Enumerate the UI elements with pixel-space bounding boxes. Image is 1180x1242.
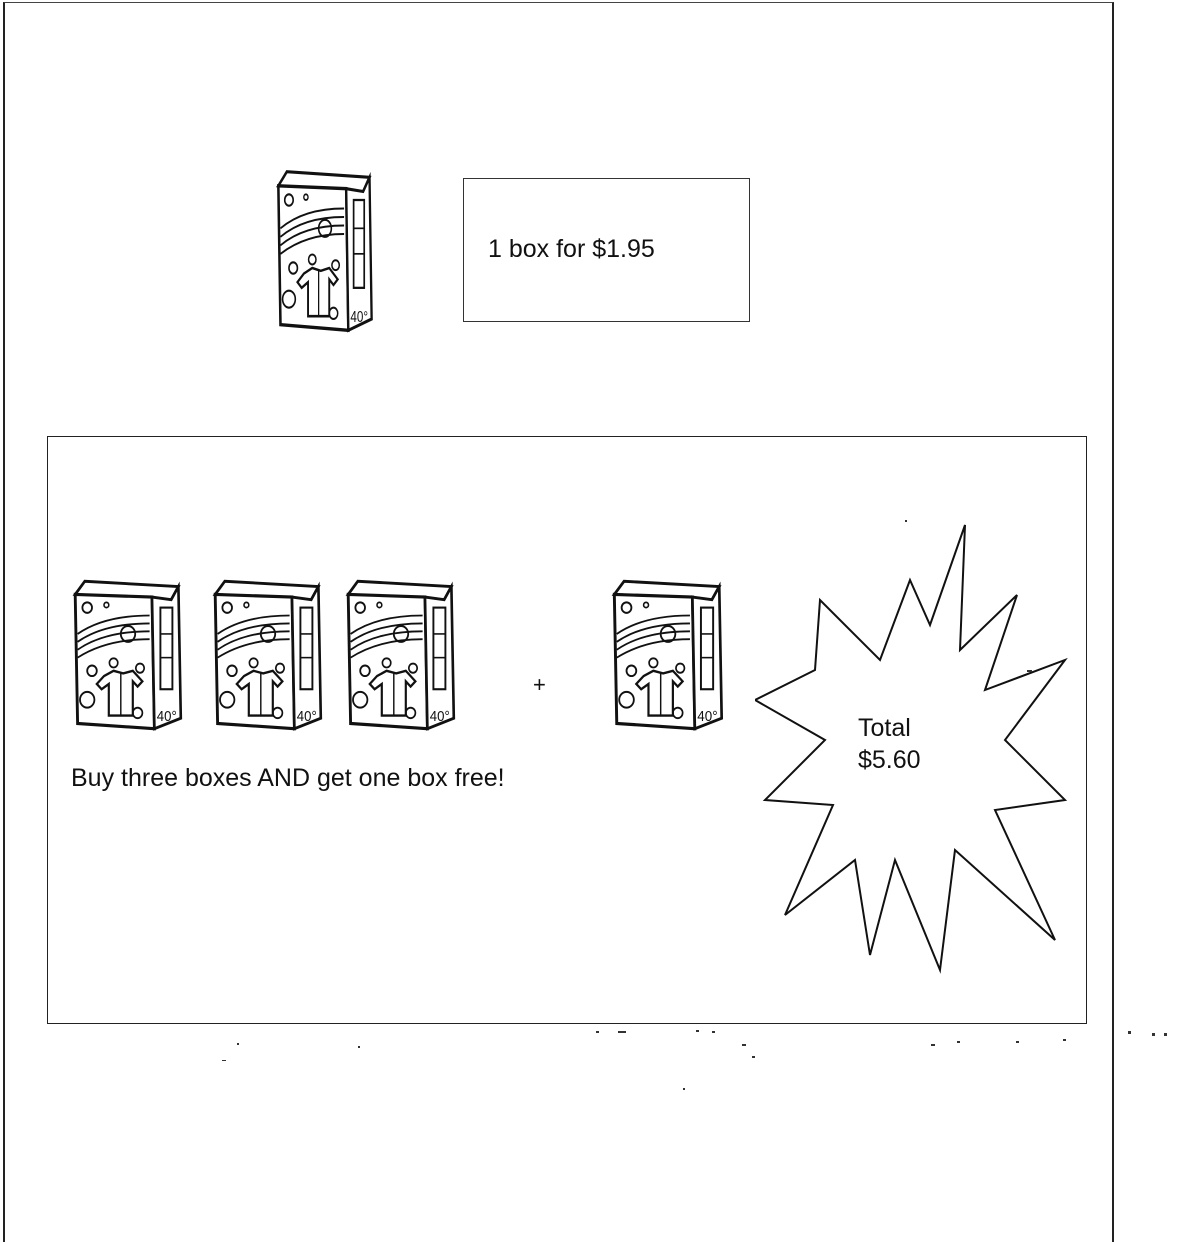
worksheet-frame	[3, 2, 1114, 1242]
bundle-description: Buy three boxes AND get one box free!	[71, 764, 505, 792]
bundle-offer-panel	[47, 436, 1087, 1024]
detergent-box-icon	[272, 166, 378, 336]
detergent-box-icon	[68, 576, 188, 734]
total-label: Total	[858, 714, 911, 742]
single-price-text: 1 box for $1.95	[488, 235, 655, 263]
detergent-box-icon	[208, 576, 328, 734]
total-amount: $5.60	[858, 746, 921, 774]
starburst-icon	[755, 520, 1080, 1000]
plus-sign: +	[533, 672, 546, 697]
single-price-box: 1 box for $1.95	[463, 178, 750, 322]
free-detergent-box-icon	[607, 576, 729, 734]
detergent-box-icon	[341, 576, 461, 734]
